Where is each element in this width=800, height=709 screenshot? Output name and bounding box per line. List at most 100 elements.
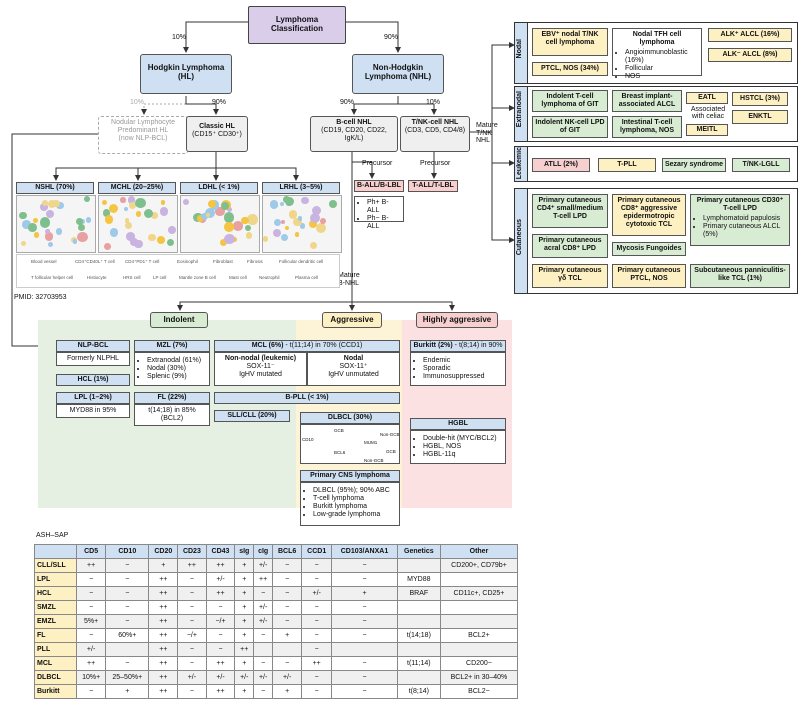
cell-dot [18,211,27,220]
group-highly[interactable]: Highly aggressive [416,312,498,328]
dlbcl-title[interactable]: DLBCL (30%) [300,412,400,424]
sll-title[interactable]: SLL/CLL (20%) [214,410,290,422]
cell-dot [77,231,88,243]
cutaneous-c8[interactable]: Subcutaneous panniculitis-like TCL (1%) [690,264,790,288]
table-cell: − [301,642,333,657]
table-cell: ++ [148,642,179,657]
extranodal-enktl[interactable]: ENKTL [732,110,788,124]
tnhl-box[interactable]: T/NK-cell NHL(CD3, CD5, CD4/8) [400,116,470,152]
table-cell: + [105,684,150,699]
cell-dot [227,207,233,213]
table-cell [439,614,519,629]
leukemic-sezary[interactable]: Sezary syndrome [662,158,726,172]
legend-item: HRS cell [123,275,141,280]
cell-dot [124,218,130,223]
cutaneous-c5[interactable]: Mycosis Fungoides [612,242,686,256]
table-cell: − [331,558,398,573]
cutaneous-c1[interactable]: Primary cutaneous CD4⁺ small/medium T-ce… [532,194,608,228]
table-cell: +/- [253,670,274,685]
leukemic-atll[interactable]: ATLL (2%) [532,158,590,172]
mcl-nonnodal: Non-nodal (leukemic)SOX-11⁻IgHV mutated [214,352,307,386]
table-cell [253,642,274,657]
cell-dot [20,241,26,247]
cell-dot [280,219,286,225]
cell-dot [207,200,217,209]
hl-box[interactable]: Hodgkin Lymphoma (HL) [140,54,232,94]
hl-subtype-mchl[interactable]: MCHL (20–25%) [98,182,176,194]
hl-subtype-nshl[interactable]: NSHL (70%) [16,182,94,194]
nodal-ebv[interactable]: EBV⁺ nodal T/NK cell lymphoma [532,28,608,56]
hl-subtype-lrhl[interactable]: LRHL (3–5%) [262,182,340,194]
table-cell: ++ [205,586,236,601]
extranodal-eatl[interactable]: EATL [686,92,728,104]
cutaneous-c7[interactable]: Primary cutaneous PTCL, NOS [612,264,686,288]
extranodal-meitl[interactable]: MEITL [686,124,728,136]
nodal-tfh[interactable]: Nodal TFH cell lymphomaAngioimmunoblasti… [612,28,702,80]
table-cell: ++ [234,642,255,657]
cutaneous-c3[interactable]: Primary cutaneous CD30⁺ T-cell LPDLympho… [690,194,790,246]
hcl-title[interactable]: HCL (1%) [56,374,130,386]
table-cell: +/- [76,642,107,657]
hgbl-title[interactable]: HGBL [410,418,506,430]
extranodal-git2[interactable]: Indolent NK-cell LPD of GIT [532,116,608,138]
table-row: PLL+/-++−−++− [33,642,519,657]
bnhl-box[interactable]: B-cell NHL(CD19, CD20, CD22, IgK/L) [310,116,398,152]
nlpbcl-title[interactable]: NLP-BCL [56,340,130,352]
cell-dot [245,232,253,239]
bpll-title[interactable]: B-PLL (< 1%) [214,392,400,404]
chl-box[interactable]: Classic HL(CD15⁺ CD30⁺) [186,116,248,152]
tall-box[interactable]: T-ALL/T-LBL [408,180,458,192]
leukemic-tpll[interactable]: T-PLL [598,158,656,172]
burkitt-title[interactable]: Burkitt (2%) - t(8;14) in 90% [410,340,506,352]
mzl-list: Extranodal (61%)Nodal (30%)Splenic (9%) [134,352,210,386]
legend-item: Fibrosis [247,259,263,264]
cell-dot [285,197,295,207]
lpl-title[interactable]: LPL (1–2%) [56,392,130,404]
table-cell: ++ [205,684,236,699]
table-cell: − [272,656,303,671]
root-box[interactable]: Lymphoma Classification [248,6,346,44]
cell-dot [241,217,249,225]
table-header-cell: CD20 [148,544,179,559]
table-header-cell: CD103/ANXA1 [331,544,398,559]
ball-box[interactable]: B-ALL/B-LBL [354,180,404,192]
table-header-cell: CD23 [177,544,207,559]
extranodal-hstcl[interactable]: HSTCL (3%) [732,92,788,106]
group-aggressive[interactable]: Aggressive [322,312,382,328]
table-cell: − [331,656,398,671]
table-cell [331,642,398,657]
cutaneous-c2[interactable]: Primary cutaneous CD8⁺ aggressive epider… [612,194,686,236]
fl-sub: t(14;18) in 85% (BCL2) [134,404,210,426]
mzl-title[interactable]: MZL (7%) [134,340,210,352]
extranodal-git1[interactable]: Indolent T-cell lymphoma of GIT [532,90,608,112]
leukemic-tnk[interactable]: T/NK-LGLL [732,158,790,172]
cutaneous-c4[interactable]: Primary cutaneous acral CD8⁺ LPD [532,234,608,258]
cell-dot [182,198,190,206]
table-cell: −/+ [205,614,236,629]
nodal-ptcl[interactable]: PTCL, NOS (34%) [532,62,608,76]
mcl-title[interactable]: MCL (6%) - t(11;14) in 70% (CCD1) [214,340,400,352]
fl-title[interactable]: FL (22%) [134,392,210,404]
nhl-box[interactable]: Non-Hodgkin Lymphoma (NHL) [352,54,444,94]
extranodal-intestinal[interactable]: Intestinal T-cell lymphoma, NOS [612,116,682,138]
chl-title: Classic HL [199,123,235,130]
group-indolent[interactable]: Indolent [150,312,208,328]
table-cell: + [234,684,255,699]
cell-dot [32,217,38,223]
mchl-illustration [98,195,178,253]
dlbcl-gcb1: GCB [334,428,344,433]
table-cell: + [234,614,255,629]
cell-dot [45,209,54,218]
table-header-cell: Genetics [396,544,441,559]
hl-subtype-ldhl[interactable]: LDHL (< 1%) [180,182,258,194]
table-cell: − [76,600,107,615]
cutaneous-c6[interactable]: Primary cutaneous γδ TCL [532,264,608,288]
table-cell: − [105,558,150,573]
cell-dot [233,221,243,232]
cns-title[interactable]: Primary CNS lymphoma [300,470,400,482]
dlbcl-diagram [300,424,400,464]
nodal-alkp[interactable]: ALK⁺ ALCL (16%) [708,28,792,42]
extranodal-breast[interactable]: Breast implant-associated ALCL [612,90,682,112]
nodal-alkn[interactable]: ALK⁻ ALCL (8%) [708,48,792,62]
nlp-box[interactable]: Nodular Lymphocyte Predominant HL(now NL… [98,116,188,154]
